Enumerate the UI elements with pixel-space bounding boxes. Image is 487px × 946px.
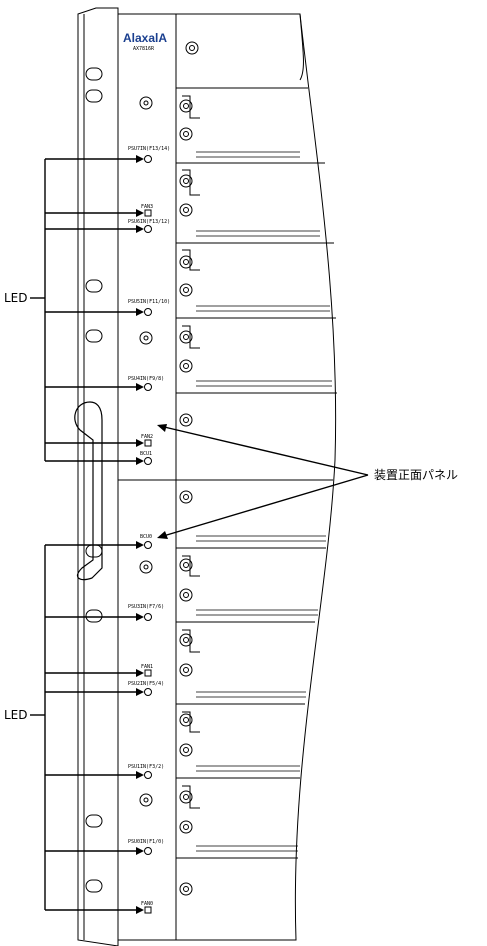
led-label-psu0: PSU0IN(F1/0) xyxy=(128,839,164,845)
led-fan3 xyxy=(144,209,152,217)
led-callout-lower-label: LED xyxy=(4,708,28,722)
front-panel-callout xyxy=(159,425,369,538)
model-label: AX7816R xyxy=(133,46,155,52)
led-label-fan0: FAN0 xyxy=(141,901,153,907)
led-label-psu6: PSU6IN(F13/12) xyxy=(128,219,170,225)
led-group: PSU7IN(F13/14) FAN3 PSU6IN(F13/12) PSU5I… xyxy=(128,146,170,914)
led-label-bcu0: BCU0 xyxy=(140,534,152,540)
led-label-bcu1: BCU1 xyxy=(140,451,152,457)
led-psu4 xyxy=(144,383,152,391)
module-bays xyxy=(175,13,337,941)
led-label-psu3: PSU3IN(F7/6) xyxy=(128,604,164,610)
arrowheads-upper xyxy=(136,155,144,465)
led-label-fan2: FAN2 xyxy=(141,434,153,440)
led-callout-upper xyxy=(30,158,138,462)
arrowheads-lower xyxy=(136,541,144,914)
led-label-fan3: FAN3 xyxy=(141,204,153,210)
mounting-ear xyxy=(77,7,119,946)
led-fan0 xyxy=(144,906,152,914)
led-label-fan1: FAN1 xyxy=(141,664,153,670)
led-psu1 xyxy=(144,771,152,779)
front-panel xyxy=(117,13,177,941)
led-bcu1 xyxy=(144,457,152,465)
led-label-psu1: PSU1IN(F3/2) xyxy=(128,764,164,770)
led-psu5 xyxy=(144,308,152,316)
led-label-psu2: PSU2IN(F5/4) xyxy=(128,681,164,687)
led-psu0 xyxy=(144,847,152,855)
led-fan2 xyxy=(144,439,152,447)
led-callout-upper-label: LED xyxy=(4,291,28,305)
led-label-psu7: PSU7IN(F13/14) xyxy=(128,146,170,152)
led-label-psu4: PSU4IN(F9/8) xyxy=(128,376,164,382)
led-psu6 xyxy=(144,225,152,233)
handle[interactable] xyxy=(74,401,103,581)
front-panel-arrowheads xyxy=(157,424,168,539)
brand-logo: AlaxalA xyxy=(123,31,167,45)
led-psu3 xyxy=(144,613,152,621)
panel-screw-icons xyxy=(139,96,153,807)
led-callout-lower xyxy=(30,544,138,911)
front-panel-label: 装置正面パネル xyxy=(374,468,458,482)
led-psu7 xyxy=(144,155,152,163)
led-fan1 xyxy=(144,669,152,677)
led-psu2 xyxy=(144,688,152,696)
led-label-psu5: PSU5IN(F11/10) xyxy=(128,299,170,305)
led-bcu0 xyxy=(144,541,152,549)
